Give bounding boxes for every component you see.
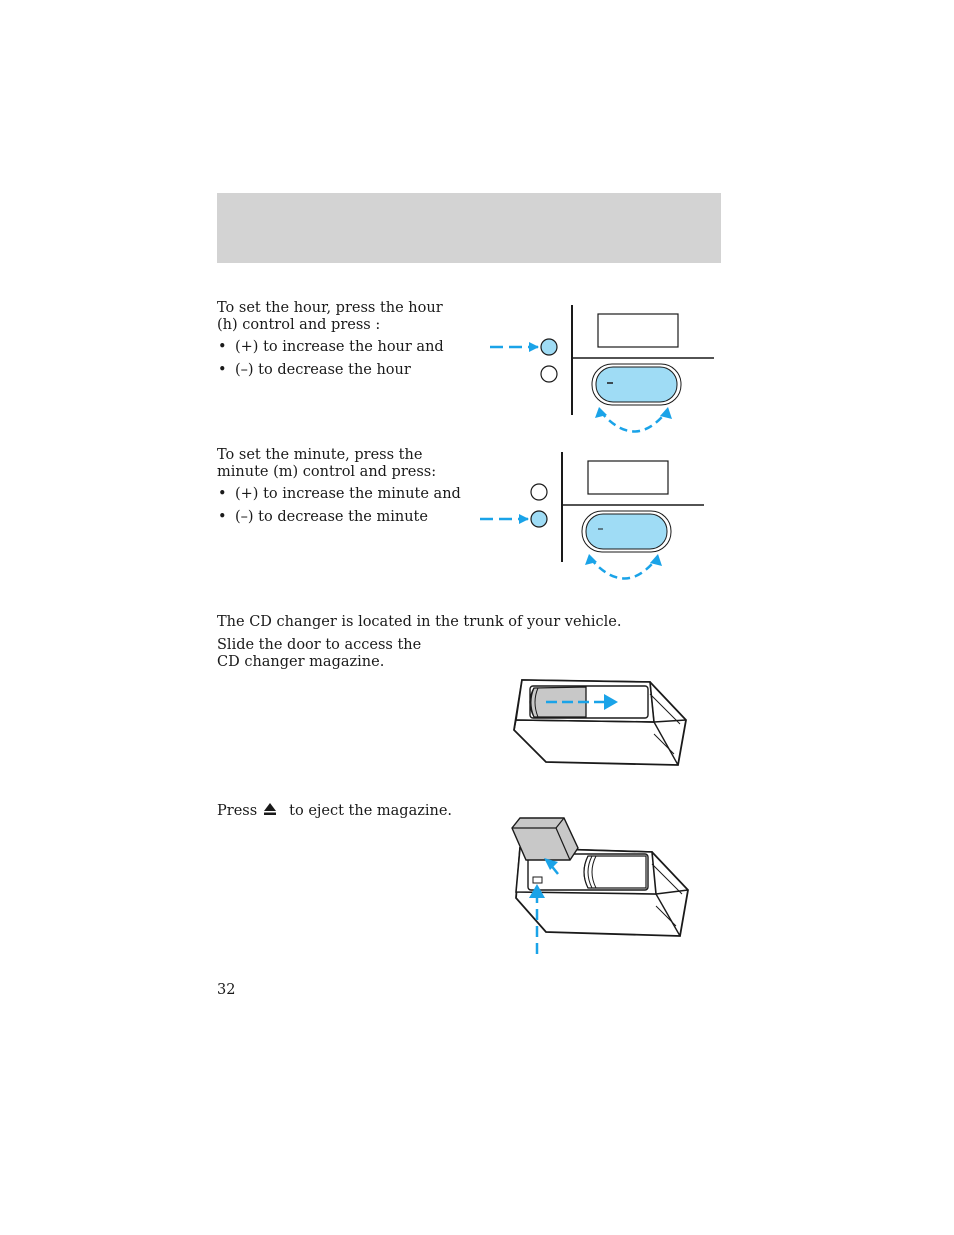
bullet-mark: • xyxy=(218,509,227,525)
hour-button-active xyxy=(540,338,558,356)
bullet-mark: • xyxy=(218,362,227,378)
minute-bullet-list: • (+) to increase the minute and • (–) to … xyxy=(217,486,469,526)
minute-button-active xyxy=(530,510,548,528)
arc-arrowhead-right xyxy=(650,554,662,566)
hour-bullet-list: • (+) to increase the hour and • (–) to de… xyxy=(217,339,467,379)
display-window xyxy=(597,313,679,348)
magazine-up-arrowhead xyxy=(544,858,558,870)
section-header-band xyxy=(217,193,721,263)
hour-control-illustration xyxy=(490,305,714,433)
hour-intro: To set the hour, press the hour (h) cont… xyxy=(217,300,443,333)
hour-increase-text: (+) to increase the hour and xyxy=(235,339,444,355)
bullet-mark: • xyxy=(218,486,227,502)
eject-paragraph: Press to eject the magazine. xyxy=(217,802,477,820)
minute-button xyxy=(540,365,558,383)
cd-changer-door-illustration xyxy=(513,679,687,766)
page-number: 32 xyxy=(217,982,236,998)
minute-decrease-text: (–) to decrease the minute xyxy=(235,509,428,525)
eject-text: to eject the magazine. xyxy=(289,803,453,819)
slide-arrowhead xyxy=(604,694,618,710)
rocker-arc-arrow xyxy=(589,557,658,580)
open-door xyxy=(583,855,647,889)
hour-button xyxy=(530,483,548,501)
arc-arrowhead-right xyxy=(660,407,672,419)
display-window xyxy=(587,460,669,495)
rocker-outline xyxy=(591,363,682,406)
cd-slide-text: Slide the door to access the CD changer … xyxy=(217,637,422,670)
list-item: • (–) to decrease the hour xyxy=(217,362,467,379)
plus-minus-rocker xyxy=(585,513,668,550)
rocker-arc-arrow xyxy=(599,410,668,433)
sliding-door xyxy=(529,686,587,718)
hour-instructions: To set the hour, press the hour (h) cont… xyxy=(217,300,467,385)
arc-arrowhead-left xyxy=(595,407,607,418)
eject-button xyxy=(532,876,543,884)
bullet-mark: • xyxy=(218,339,227,355)
list-item: • (+) to increase the hour and xyxy=(217,339,467,356)
list-item: • (+) to increase the minute and xyxy=(217,486,469,503)
eject-icon xyxy=(264,803,277,815)
list-item: • (–) to decrease the minute xyxy=(217,509,469,526)
press-text: Press xyxy=(217,803,258,819)
cd-location-paragraph: The CD changer is located in the trunk o… xyxy=(217,614,717,631)
rocker-outline xyxy=(581,510,672,553)
minute-instructions: To set the minute, press the minute (m) … xyxy=(217,447,469,532)
cd-location-text: The CD changer is located in the trunk o… xyxy=(217,614,622,630)
plus-minus-rocker xyxy=(595,366,678,403)
minute-intro: To set the minute, press the minute (m) … xyxy=(217,447,437,480)
arc-arrowhead-left xyxy=(585,554,597,565)
minute-control-illustration xyxy=(480,452,704,580)
hour-decrease-text: (–) to decrease the hour xyxy=(235,362,411,378)
eject-instruction: Press to eject the magazine. xyxy=(217,802,477,820)
minute-increase-text: (+) to increase the minute and xyxy=(235,486,461,502)
cd-slide-paragraph: Slide the door to access the CD changer … xyxy=(217,637,447,671)
eject-press-arrowhead xyxy=(529,884,545,898)
cd-changer-eject-illustration xyxy=(511,817,689,954)
